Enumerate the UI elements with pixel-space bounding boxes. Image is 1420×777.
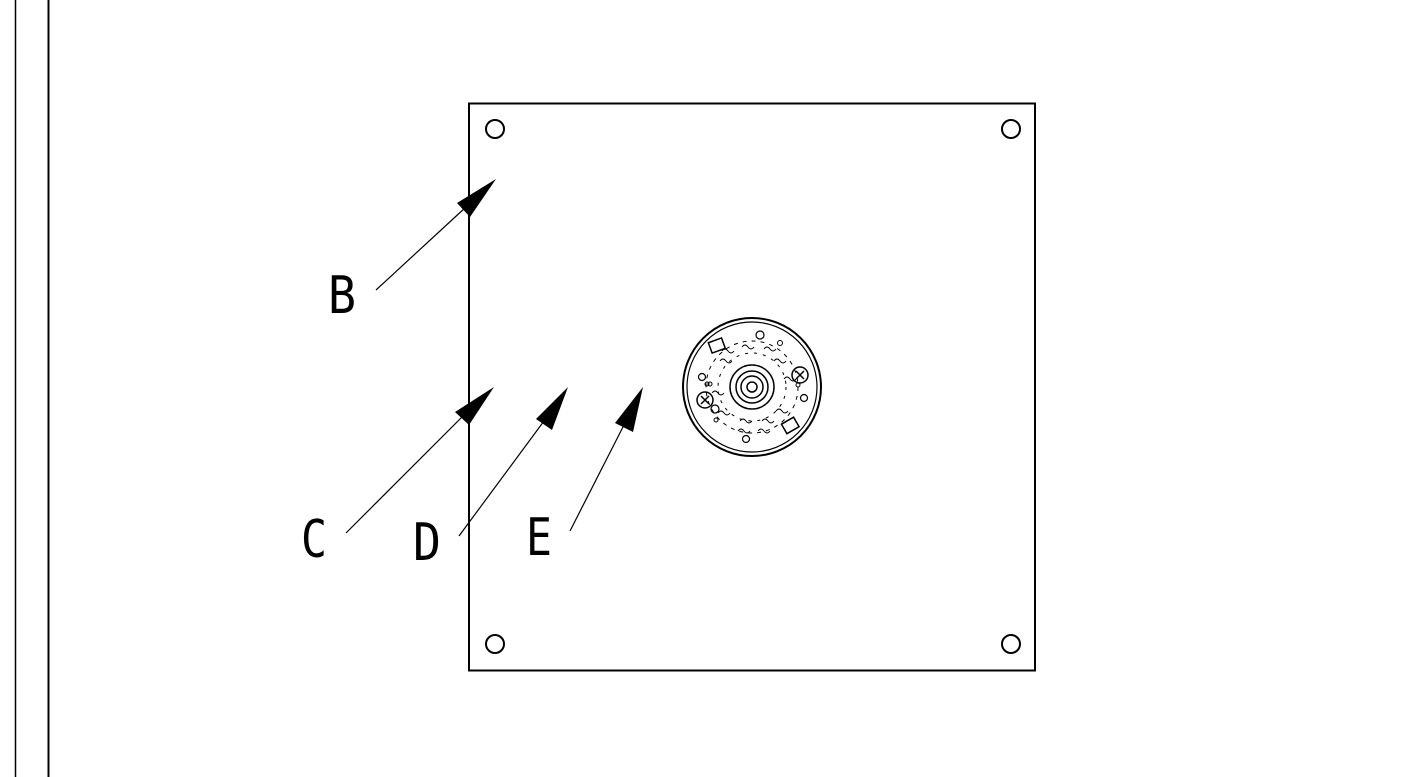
winding-texture <box>711 344 797 434</box>
motor-inner-ring <box>686 321 818 453</box>
callout-label-b: B <box>328 266 356 326</box>
corner-holes <box>485 119 1021 654</box>
shaft-ring-outer <box>729 364 775 410</box>
center-motor <box>682 317 822 457</box>
arrowhead-b <box>457 179 496 217</box>
terminal-tab-bottom <box>780 416 801 435</box>
small-hole <box>707 381 713 387</box>
callout-label-d: D <box>413 513 441 573</box>
shaft-ring-mid <box>735 370 769 404</box>
small-hole <box>799 393 809 403</box>
small-hole <box>795 382 801 388</box>
mounting-hole-bottom-right <box>1001 634 1021 654</box>
motor-dashed-ring <box>705 340 799 434</box>
arrowhead-e <box>615 387 643 432</box>
callout-label-c: C <box>301 510 327 570</box>
small-hole <box>777 340 783 346</box>
leader-c <box>345 387 494 534</box>
screw-right <box>791 366 809 384</box>
small-hole <box>755 330 765 340</box>
leader-e <box>569 387 643 532</box>
small-hole <box>697 372 707 382</box>
mounting-hole-top-left <box>485 119 505 139</box>
terminal-tab-top <box>707 337 727 355</box>
small-hole <box>710 404 720 414</box>
small-hole <box>741 434 751 444</box>
motor-dashed-ring-inner <box>717 352 787 422</box>
small-hole <box>713 417 719 423</box>
arrowhead-c <box>455 387 494 425</box>
square-plate-outline <box>468 102 1036 672</box>
leader-d <box>458 387 568 537</box>
screw-left <box>696 391 714 409</box>
shaft-ring-inner <box>740 375 764 399</box>
small-hole <box>704 381 710 387</box>
callout-label-e: E <box>526 508 552 568</box>
motor-outer-ring <box>682 317 822 457</box>
mounting-hole-top-right <box>1001 119 1021 139</box>
arrowhead-d <box>536 387 568 430</box>
mounting-hole-bottom-left <box>485 634 505 654</box>
leader-b <box>375 179 496 291</box>
shaft-center <box>746 381 758 393</box>
